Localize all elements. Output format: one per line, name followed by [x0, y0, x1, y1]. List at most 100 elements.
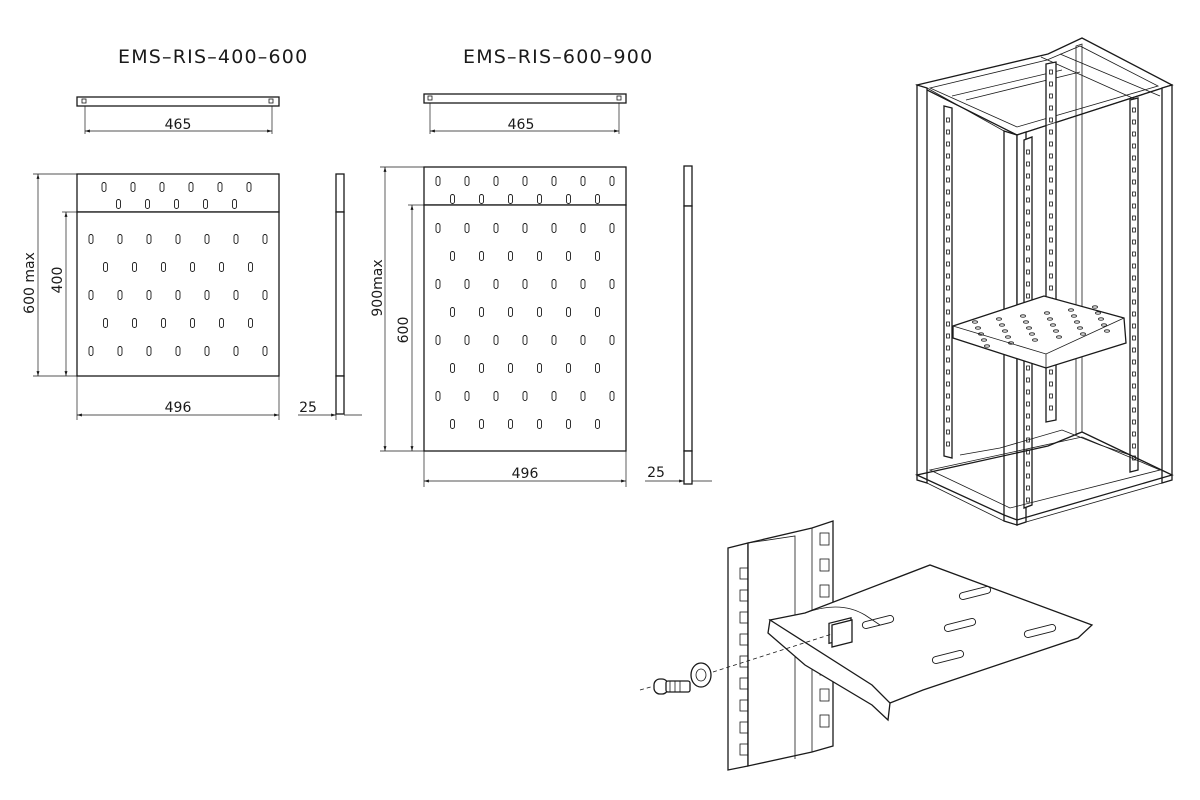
rail-hole [1132, 323, 1136, 329]
shelf-hole [1080, 332, 1086, 336]
slot [450, 307, 455, 317]
slot [262, 346, 268, 356]
rail-hole [946, 177, 950, 183]
rail-hole [946, 129, 950, 135]
slot [233, 346, 239, 356]
shelf-hole [1077, 326, 1083, 330]
rail-hole [946, 153, 950, 159]
rail-hole [946, 213, 950, 219]
slot [203, 199, 208, 209]
rail-hole [946, 261, 950, 267]
rail-hole [1026, 149, 1030, 155]
plan-view: 900max 600 496 [370, 166, 627, 487]
slot [595, 419, 600, 429]
rail-hole [1049, 393, 1053, 399]
rail-hole [1026, 221, 1030, 227]
rail-hole [1132, 371, 1136, 377]
rail-hole [1049, 105, 1053, 111]
slot [159, 182, 165, 192]
bracket-slot [931, 650, 965, 664]
slot [551, 176, 557, 186]
rail-hole [1026, 377, 1030, 383]
shelf-hole [975, 326, 981, 330]
slot [435, 279, 441, 289]
rail-hole [946, 285, 950, 291]
dim-depth: 400 [50, 267, 66, 294]
rail-hole [1132, 167, 1136, 173]
rail-hole [1026, 365, 1030, 371]
slot [88, 346, 94, 356]
slot [117, 234, 123, 244]
slot [609, 279, 615, 289]
shelf-hole [1029, 332, 1035, 336]
slot [479, 251, 484, 261]
dim-thickness: 25 [299, 400, 317, 416]
slot [609, 335, 615, 345]
rail-hole [1049, 201, 1053, 207]
slot [190, 262, 195, 272]
rail-hole [1026, 485, 1030, 491]
side-view: 25 [645, 165, 712, 485]
rail-square-hole [739, 721, 749, 734]
rail-hole [1132, 119, 1136, 125]
slot [464, 176, 470, 186]
slot [537, 194, 542, 204]
slot [88, 290, 94, 300]
rail-hole [946, 297, 950, 303]
slot [522, 391, 528, 401]
rail-square-hole [819, 688, 830, 702]
rail-hole [946, 201, 950, 207]
rail-hole [946, 165, 950, 171]
slot [132, 262, 137, 272]
slot [609, 176, 615, 186]
slot [116, 199, 121, 209]
rail-square-hole [739, 743, 749, 756]
slot [175, 234, 181, 244]
rail-hole [946, 429, 950, 435]
rail-hole [1049, 165, 1053, 171]
slot [248, 262, 253, 272]
slot [146, 346, 152, 356]
slot [508, 307, 513, 317]
rail-hole [1132, 215, 1136, 221]
rail-square-hole [739, 611, 749, 624]
slot [522, 335, 528, 345]
slot [537, 419, 542, 429]
slot [595, 251, 600, 261]
rail-square-hole [819, 532, 830, 546]
rail-hole [1132, 155, 1136, 161]
shelf-hole [981, 338, 987, 342]
bracket-slots [861, 586, 1057, 664]
rail-hole [1026, 389, 1030, 395]
shelf-hole [1056, 335, 1062, 339]
slot [551, 335, 557, 345]
rail-hole [1132, 179, 1136, 185]
slot [609, 223, 615, 233]
slot [450, 251, 455, 261]
shelf-hole [1098, 317, 1104, 321]
slot [161, 318, 166, 328]
slot [219, 262, 224, 272]
rail-square-hole [819, 558, 830, 572]
rail-hole [946, 225, 950, 231]
rail-square-hole [739, 677, 749, 690]
rail-hole [1026, 401, 1030, 407]
rail-hole [1132, 143, 1136, 149]
shelf-hole [1071, 314, 1077, 318]
rail-hole [946, 393, 950, 399]
slot [580, 279, 586, 289]
rail-hole [1049, 129, 1053, 135]
slot [464, 223, 470, 233]
shelf-hole [1068, 308, 1074, 312]
rail-hole [946, 417, 950, 423]
rail-square-hole [739, 567, 749, 580]
rail-hole [1026, 233, 1030, 239]
slot [217, 182, 223, 192]
shelf-hole [1032, 338, 1038, 342]
rail-hole [946, 321, 950, 327]
rail-hole [1132, 299, 1136, 305]
slot [174, 199, 179, 209]
rail-hole [946, 369, 950, 375]
rail-hole [1049, 381, 1053, 387]
rail-hole [946, 333, 950, 339]
